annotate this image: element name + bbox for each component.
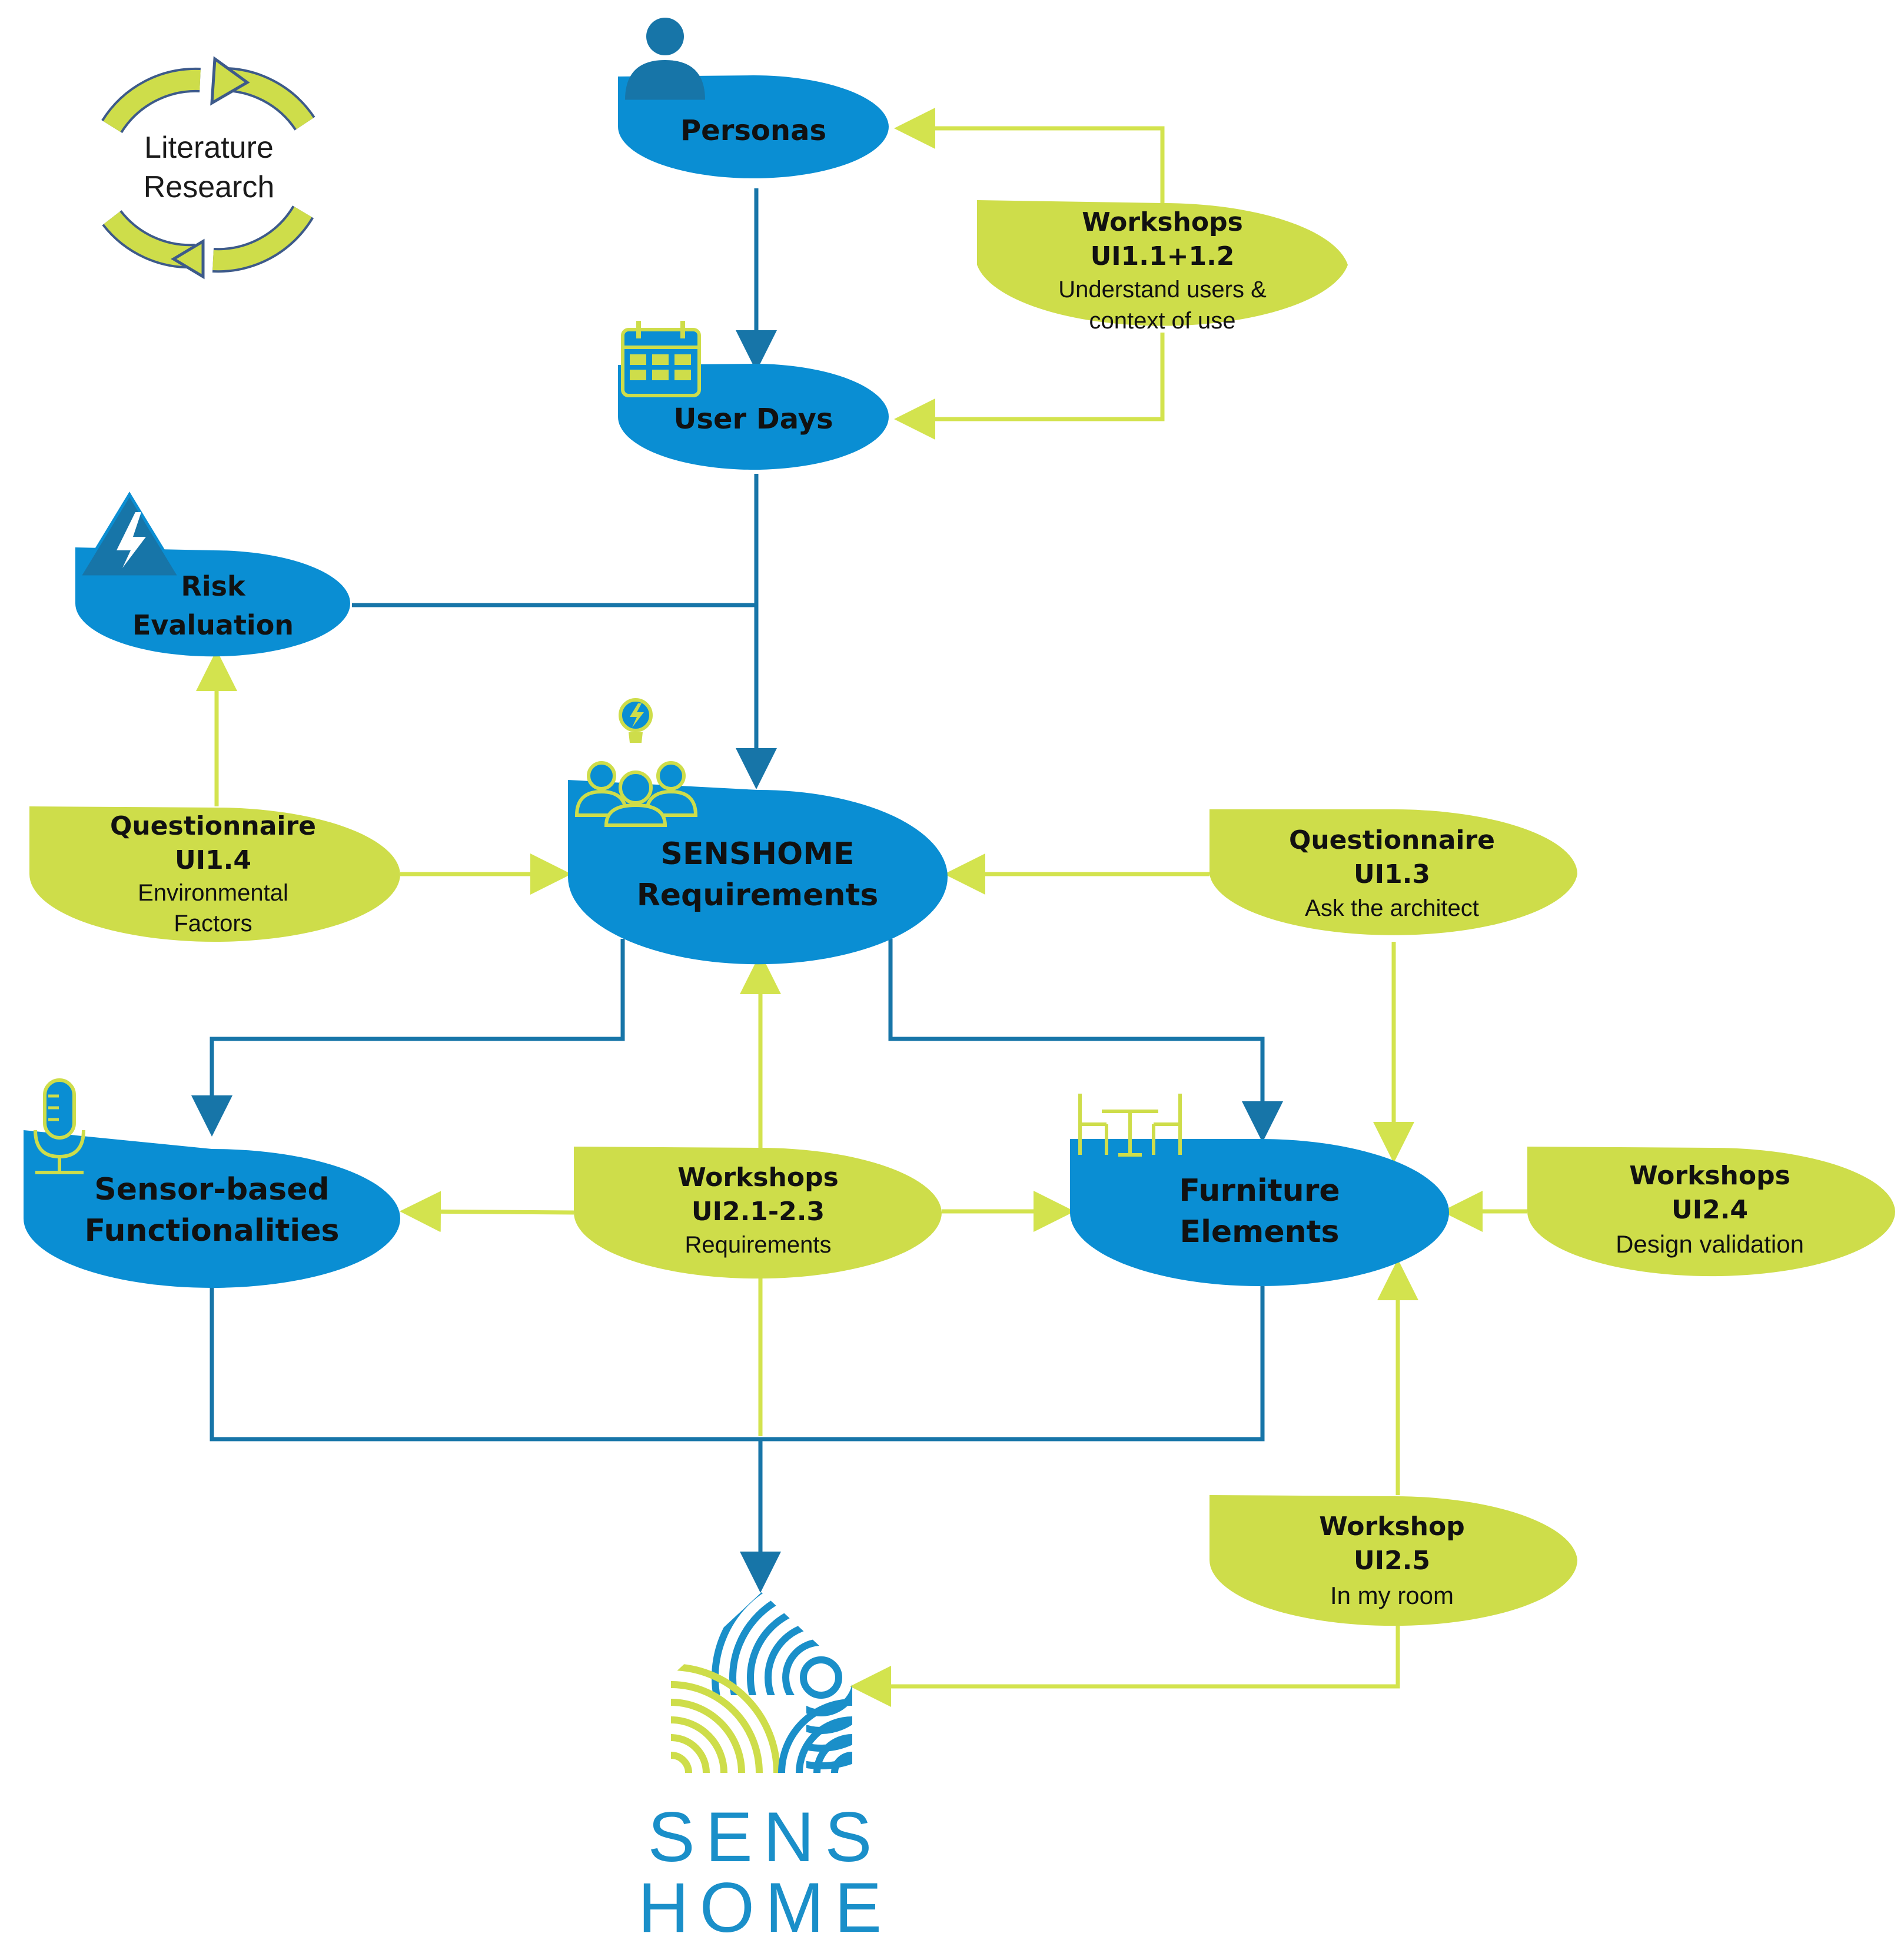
node-personas[interactable]: Personas [618, 18, 889, 178]
furniture-line2: Elements [1180, 1214, 1340, 1250]
arrow-ws21-to-sensor [400, 1191, 574, 1233]
literature-line2: Research [144, 170, 275, 204]
q13-code: UI1.3 [1354, 859, 1430, 889]
ws24-code: UI2.4 [1672, 1195, 1748, 1225]
ws11-desc2: context of use [1089, 308, 1235, 334]
person-icon [621, 18, 706, 103]
literature-research: Literature Research [101, 56, 315, 280]
node-senshome-requirements[interactable]: SENSHOME Requirements [568, 698, 948, 965]
node-questionnaire-ui1-3[interactable]: Questionnaire UI1.3 Ask the architect [1209, 809, 1577, 935]
q13-title: Questionnaire [1289, 825, 1495, 855]
q14-desc1: Environmental [138, 880, 288, 906]
ws25-desc1: In my room [1330, 1582, 1454, 1609]
warning-triangle-icon [77, 491, 182, 579]
arrow-req-to-sensor [191, 939, 625, 1137]
sensor-line2: Functionalities [85, 1213, 340, 1248]
node-sensor-based-functionalities[interactable]: Sensor-based Functionalities [24, 1078, 400, 1288]
microphone-icon [34, 1078, 85, 1174]
ws11-title: Workshops [1082, 207, 1243, 237]
ws24-desc1: Design validation [1616, 1230, 1804, 1258]
literature-line1: Literature [144, 131, 274, 165]
arrow-ws11-to-personas [894, 108, 1165, 203]
ws25-title: Workshop [1319, 1512, 1464, 1542]
ws11-code: UI1.1+1.2 [1091, 241, 1235, 271]
personas-title: Personas [680, 114, 826, 147]
q14-title: Questionnaire [110, 811, 316, 841]
node-furniture-elements[interactable]: Furniture Elements [1070, 1094, 1449, 1286]
arrow-ws25-to-logo [850, 1622, 1400, 1707]
table-chairs-icon [1078, 1094, 1182, 1157]
node-workshop-ui2-5[interactable]: Workshop UI2.5 In my room [1209, 1495, 1577, 1626]
node-workshops-ui2-1[interactable]: Workshops UI2.1-2.3 Requirements [574, 1147, 942, 1279]
furniture-line1: Furniture [1179, 1173, 1340, 1208]
risk-line2: Evaluation [132, 609, 294, 641]
arrow-ws11-to-userdays [894, 333, 1165, 440]
ws24-title: Workshops [1629, 1161, 1790, 1191]
logo-line1: SENS [648, 1798, 883, 1876]
line-furniture-to-bottom [760, 1286, 1265, 1442]
calendar-icon [621, 321, 701, 397]
node-user-days[interactable]: User Days [618, 321, 889, 470]
logo-line2: HOME [638, 1868, 892, 1943]
q13-desc1: Ask the architect [1305, 895, 1479, 921]
node-risk-evaluation[interactable]: Risk Evaluation [75, 491, 350, 657]
q14-code: UI1.4 [175, 845, 251, 875]
senshome-logo: SENS HOME [638, 1592, 892, 1943]
line-sensor-to-bottom [210, 1286, 760, 1442]
ws21-code: UI2.1-2.3 [692, 1197, 825, 1227]
ws11-desc1: Understand users & [1058, 277, 1267, 303]
node-workshops-ui1-1[interactable]: Workshops UI1.1+1.2 Understand users & c… [977, 200, 1348, 334]
sensor-line1: Sensor-based [94, 1172, 329, 1207]
requirements-line1: SENSHOME [661, 836, 855, 872]
risk-line1: Risk [181, 570, 246, 602]
requirements-line2: Requirements [637, 878, 879, 913]
q14-desc2: Factors [174, 911, 252, 936]
ws25-code: UI2.5 [1354, 1546, 1430, 1576]
ws21-title: Workshops [677, 1163, 839, 1193]
node-workshops-ui2-4[interactable]: Workshops UI2.4 Design validation [1527, 1147, 1895, 1277]
team-idea-icon [574, 698, 698, 827]
connectors [191, 108, 1527, 1707]
user-days-title: User Days [673, 403, 833, 436]
cycle-arrows-icon [101, 56, 315, 280]
ws21-desc1: Requirements [684, 1232, 831, 1258]
arrow-req-to-furniture [888, 939, 1283, 1142]
node-questionnaire-ui1-4[interactable]: Questionnaire UI1.4 Environmental Factor… [29, 806, 400, 942]
